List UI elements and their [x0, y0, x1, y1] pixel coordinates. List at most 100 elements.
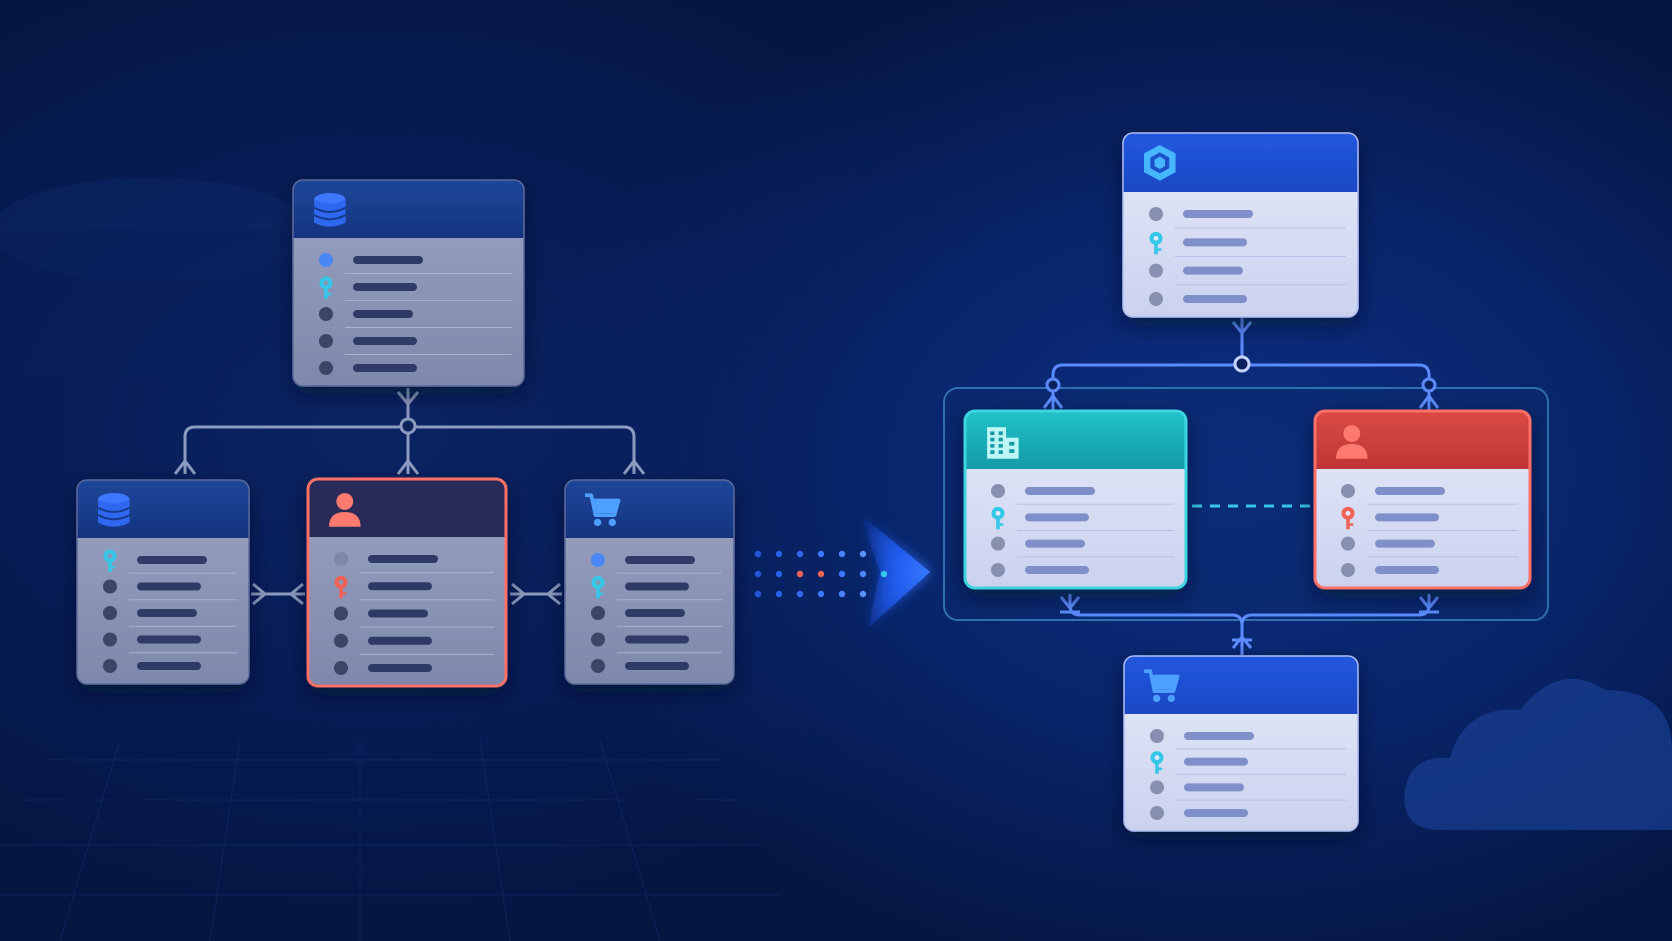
primary-key-icon	[1149, 231, 1163, 255]
column-name-bar	[1184, 809, 1248, 817]
column-dot	[103, 606, 117, 620]
table-row	[1149, 207, 1346, 229]
column-dot	[1341, 484, 1355, 498]
primary-key-icon	[591, 576, 605, 599]
column-name-bar	[368, 636, 432, 645]
column-name-bar	[625, 635, 689, 644]
column-dot	[991, 536, 1005, 551]
entity-table-r-mid-left[interactable]	[963, 409, 1188, 590]
column-dot	[1150, 806, 1164, 820]
column-name-bar	[368, 609, 428, 618]
primary-key-icon	[103, 549, 117, 572]
column-name-bar	[353, 364, 417, 372]
table-row	[319, 307, 512, 328]
column-name-bar	[368, 664, 432, 672]
column-dot	[103, 659, 117, 673]
column-name-bar	[368, 555, 438, 563]
column-name-bar	[1183, 238, 1247, 247]
data-particles	[754, 550, 888, 598]
column-name-bar	[625, 609, 685, 617]
table-row	[334, 661, 432, 675]
column-name-bar	[353, 310, 413, 318]
entity-table-r-top[interactable]	[1122, 132, 1359, 318]
column-name-bar	[1025, 566, 1089, 574]
column-dot	[591, 606, 605, 620]
column-name-bar	[1183, 210, 1253, 218]
migration-arrow	[754, 514, 930, 628]
grid-floor	[0, 739, 780, 941]
database-silhouette	[0, 178, 310, 380]
table-header	[1315, 411, 1530, 469]
column-name-bar	[1375, 513, 1439, 522]
table-row	[319, 361, 417, 375]
entity-table-r-bottom[interactable]	[1123, 655, 1359, 832]
table-row	[319, 276, 512, 301]
column-dot	[319, 307, 333, 321]
table-row	[103, 632, 237, 654]
column-dot	[1341, 536, 1355, 551]
table-header	[293, 180, 524, 238]
entity-table-l-right[interactable]	[564, 479, 735, 685]
entity-table-l-mid[interactable]	[306, 477, 508, 688]
table-header	[565, 480, 734, 538]
table-row	[1150, 780, 1346, 801]
primary-key-icon	[1150, 751, 1164, 774]
column-name-bar	[137, 582, 201, 591]
table-row	[1341, 536, 1518, 558]
column-name-bar	[353, 256, 423, 264]
entity-table-l-top[interactable]	[292, 179, 525, 387]
column-name-bar	[137, 662, 201, 670]
column-name-bar	[1184, 783, 1244, 792]
column-dot	[334, 633, 348, 648]
table-row	[103, 659, 201, 673]
column-name-bar	[368, 582, 432, 591]
table-header	[1124, 656, 1358, 714]
column-dot	[991, 484, 1005, 498]
cart-icon	[1144, 669, 1180, 703]
table-row	[1341, 484, 1518, 505]
table-row	[1341, 506, 1518, 531]
column-name-bar	[353, 283, 417, 291]
table-row	[319, 334, 512, 355]
column-name-bar	[1025, 513, 1089, 522]
table-row	[103, 549, 237, 574]
column-dot	[319, 253, 333, 267]
tables-layer	[76, 132, 1532, 832]
column-name-bar	[1375, 539, 1435, 548]
table-row	[591, 606, 722, 627]
primary-key-icon	[319, 276, 333, 299]
table-row	[1150, 729, 1346, 750]
column-dot	[103, 579, 117, 594]
cube-icon	[1144, 145, 1176, 181]
entity-table-r-mid-right[interactable]	[1313, 409, 1532, 590]
column-name-bar	[137, 556, 207, 564]
table-row	[591, 576, 722, 601]
column-dot	[1149, 263, 1163, 278]
column-dot	[1341, 563, 1355, 577]
entity-table-l-left[interactable]	[76, 479, 250, 685]
table-row	[991, 506, 1174, 531]
column-dot	[319, 361, 333, 375]
table-row	[1150, 806, 1248, 820]
database-icon	[313, 193, 347, 227]
user-icon	[329, 493, 361, 527]
column-name-bar	[625, 556, 695, 564]
building-icon	[987, 427, 1019, 459]
cart-icon	[585, 493, 621, 527]
column-dot	[991, 563, 1005, 577]
column-dot	[334, 661, 348, 675]
table-row	[591, 632, 722, 654]
column-dot	[334, 552, 348, 566]
table-row	[1150, 751, 1346, 775]
column-name-bar	[625, 662, 689, 670]
cloud-icon	[1404, 678, 1672, 830]
column-name-bar	[1184, 732, 1254, 740]
table-row	[334, 552, 494, 574]
column-dot	[334, 606, 348, 621]
table-row	[334, 575, 494, 601]
column-name-bar	[1184, 757, 1248, 766]
column-name-bar	[1375, 566, 1439, 574]
table-row	[334, 633, 494, 655]
column-name-bar	[137, 635, 201, 644]
